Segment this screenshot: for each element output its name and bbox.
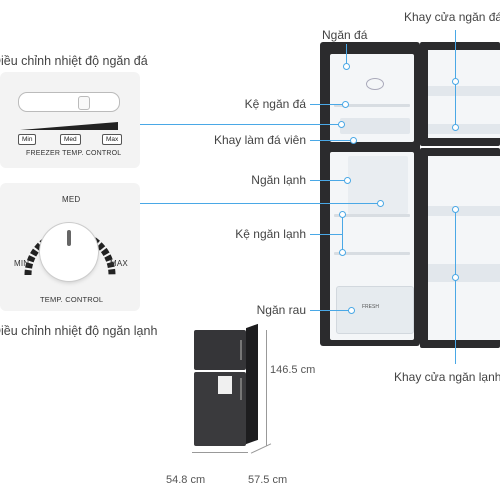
- freezer-ice-tray: [340, 118, 410, 134]
- dial-min-label: MIN: [14, 259, 30, 268]
- freezer-door-bin-1: [428, 86, 500, 96]
- freezer-med-button[interactable]: Med: [60, 134, 81, 145]
- callout-line-khay-lam-da: [310, 140, 352, 141]
- label-ngan-rau: Ngăn rau: [256, 303, 306, 317]
- fridge-closed-side: [246, 323, 258, 445]
- callout-line-ngan-da: [346, 44, 347, 66]
- fridge-door-bin-2: [428, 264, 500, 282]
- fridge-control-panel: MED MIN MAX TEMP. CONTROL: [0, 183, 140, 311]
- label-ke-ngan-da: Kệ ngăn đá: [244, 97, 306, 111]
- callout-dot-fridge-control: [377, 200, 384, 207]
- freezer-door-bin-2: [428, 124, 500, 134]
- fridge-closed-top-door: [194, 330, 246, 370]
- label-ngan-da: Ngăn đá: [322, 28, 368, 42]
- label-khay-lam-da: Khay làm đá viên: [213, 133, 306, 147]
- callout-line-fridge-control: [140, 203, 380, 204]
- label-ngan-lanh: Ngăn lạnh: [251, 173, 306, 187]
- callout-dot-ke-ngan-lanh-2: [339, 249, 346, 256]
- freezer-slider-track: [18, 92, 120, 112]
- fridge-closed-handle-top: [240, 340, 242, 360]
- callout-dot-khay-cua-lanh-2: [452, 274, 459, 281]
- fridge-control-label: TEMP. CONTROL: [40, 295, 104, 304]
- freezer-min-button[interactable]: Min: [18, 134, 37, 145]
- callout-dot-khay-cua-lanh-1: [452, 206, 459, 213]
- callout-dot-ngan-rau: [348, 307, 355, 314]
- freezer-control-label: FREEZER TEMP. CONTROL: [26, 150, 122, 157]
- label-khay-cua-ngan-lanh: Khay cửa ngăn lạnh: [394, 370, 500, 384]
- callout-dot-freezer-control: [338, 121, 345, 128]
- fridge-control-caption: Điều chỉnh nhiệt độ ngăn lạnh: [0, 324, 158, 338]
- callout-line-ke-ngan-lanh-v: [342, 214, 343, 252]
- freezer-max-button[interactable]: Max: [102, 134, 123, 145]
- freezer-control-panel: Min Med Max FREEZER TEMP. CONTROL: [0, 72, 140, 168]
- freezer-slider-knob[interactable]: [78, 96, 90, 110]
- dim-depth: 57.5 cm: [248, 474, 288, 486]
- fridge-closed-handle-bottom: [240, 378, 242, 400]
- callout-dot-ngan-lanh: [344, 177, 351, 184]
- label-ke-ngan-lanh: Kệ ngăn lạnh: [235, 227, 306, 241]
- dim-line-depth: [250, 443, 272, 454]
- freezer-control-caption: Điều chỉnh nhiệt độ ngăn đá: [0, 54, 148, 68]
- dim-line-height: [266, 330, 267, 446]
- callout-dot-khay-cua-da-2: [452, 124, 459, 131]
- callout-dot-ngan-da: [343, 63, 350, 70]
- callout-line-khay-cua-lanh-v: [455, 208, 456, 364]
- fridge-dial-pointer: [67, 230, 71, 246]
- dim-height: 146.5 cm: [270, 364, 316, 376]
- compartment-divider: [330, 142, 414, 152]
- fridge-shelf-1: [334, 214, 410, 217]
- label-khay-cua-ngan-da: Khay cửa ngăn đá: [404, 10, 500, 24]
- callout-dot-ke-ngan-da: [342, 101, 349, 108]
- callout-line-ngan-rau: [310, 310, 350, 311]
- energy-label-sticker: [218, 376, 232, 394]
- fridge-door-inner: [428, 156, 500, 340]
- callout-line-freezer-control: [140, 124, 340, 125]
- callout-dot-khay-cua-da-1: [452, 78, 459, 85]
- freezer-level-wedge: [20, 122, 118, 130]
- freezer-logo: [366, 78, 384, 90]
- fridge-shelf-2: [334, 252, 410, 255]
- callout-dot-khay-lam-da: [350, 137, 357, 144]
- dim-width: 54.8 cm: [166, 474, 206, 486]
- callout-line-ngan-lanh: [310, 180, 346, 181]
- crisper-label: FRESH: [362, 304, 379, 310]
- callout-dot-ke-ngan-lanh-1: [339, 211, 346, 218]
- callout-line-ke-ngan-lanh: [310, 234, 342, 235]
- callout-line-ke-ngan-da: [310, 104, 344, 105]
- dial-max-label: MAX: [110, 259, 128, 268]
- dim-line-width: [192, 452, 248, 453]
- freezer-shelf: [334, 104, 410, 107]
- fridge-door-bin-1: [428, 206, 500, 216]
- dial-med-label: MED: [62, 195, 81, 204]
